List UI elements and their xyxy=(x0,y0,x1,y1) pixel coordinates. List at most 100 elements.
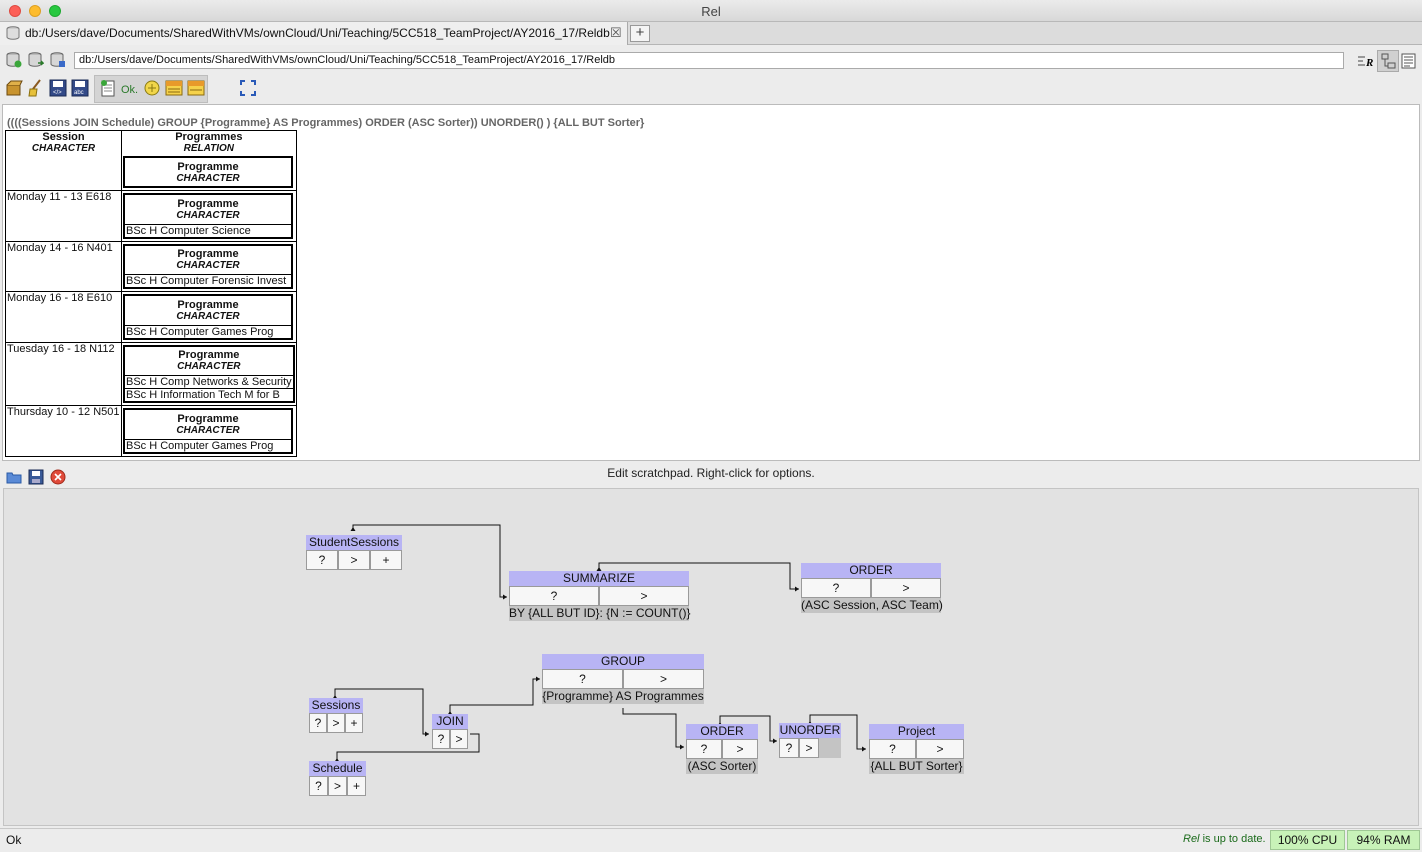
rev-mode-icon[interactable]: R xyxy=(1357,53,1373,69)
node-evaluate-button[interactable]: > xyxy=(450,729,468,749)
header-type: CHARACTER xyxy=(31,143,96,154)
node-studentsessions[interactable]: StudentSessions ?>+ xyxy=(306,535,402,570)
tab-database[interactable]: db:/Users/dave/Documents/SharedWithVMs/o… xyxy=(0,22,628,45)
node-add-button[interactable]: + xyxy=(345,713,363,733)
title-bar: Rel xyxy=(0,0,1422,22)
scratchpad-canvas[interactable]: StudentSessions ?>+ SUMMARIZE ?> BY {ALL… xyxy=(3,488,1419,826)
update-text: is up to date. xyxy=(1199,833,1266,845)
node-order-session-team[interactable]: ORDER ?> (ASC Session, ASC Team) xyxy=(801,563,943,613)
show-heading-icon[interactable] xyxy=(165,79,185,99)
clear-icon[interactable] xyxy=(27,79,47,99)
save-icon[interactable] xyxy=(28,469,44,485)
node-add-button[interactable]: + xyxy=(370,550,402,570)
node-title[interactable]: JOIN xyxy=(432,714,468,729)
zoom-window-button[interactable] xyxy=(49,5,61,17)
node-query-button[interactable]: ? xyxy=(801,578,871,598)
copy-input-icon[interactable] xyxy=(99,79,119,99)
node-query-button[interactable]: ? xyxy=(686,739,722,759)
cell-session: Monday 14 - 16 N401 xyxy=(5,240,122,292)
node-query-button[interactable]: ? xyxy=(779,738,799,758)
node-query-button[interactable]: ? xyxy=(509,586,599,606)
node-add-button[interactable]: + xyxy=(347,776,366,796)
connector-lines xyxy=(332,524,866,762)
node-title[interactable]: SUMMARIZE xyxy=(509,571,689,586)
node-parameter[interactable]: (ASC Session, ASC Team) xyxy=(801,598,943,613)
node-query-button[interactable]: ? xyxy=(306,550,338,570)
ok-toggle[interactable]: Ok. xyxy=(121,84,139,96)
node-title[interactable]: UNORDER xyxy=(779,723,841,738)
node-evaluate-button[interactable]: > xyxy=(327,713,345,733)
new-database-icon[interactable] xyxy=(6,52,22,68)
node-title[interactable]: ORDER xyxy=(686,724,758,739)
node-title[interactable]: Schedule xyxy=(309,761,366,776)
cell-programme: BSc H Comp Networks & Security xyxy=(123,375,295,389)
save-text-icon[interactable]: abc xyxy=(71,79,91,99)
node-evaluate-button[interactable]: > xyxy=(722,739,758,759)
text-mode-icon[interactable] xyxy=(1401,53,1417,69)
node-evaluate-button[interactable]: > xyxy=(799,738,819,758)
node-summarize[interactable]: SUMMARIZE ?> BY {ALL BUT ID}: {N := COUN… xyxy=(509,571,691,621)
node-unorder[interactable]: UNORDER ?> xyxy=(779,723,841,758)
save-rel-icon[interactable]: </> xyxy=(49,79,69,99)
node-join[interactable]: JOIN ?> xyxy=(432,714,468,749)
load-icon[interactable] xyxy=(5,79,25,99)
node-title[interactable]: Sessions xyxy=(309,698,363,713)
clear-scratchpad-icon[interactable] xyxy=(50,469,66,485)
node-parameter[interactable]: {Programme} AS Programmes xyxy=(542,689,704,704)
node-evaluate-button[interactable]: > xyxy=(599,586,689,606)
status-bar xyxy=(0,828,1422,852)
node-query-button[interactable]: ? xyxy=(869,739,916,759)
node-query-button[interactable]: ? xyxy=(309,776,328,796)
node-query-button[interactable]: ? xyxy=(432,729,450,749)
tab-bar: db:/Users/dave/Documents/SharedWithVMs/o… xyxy=(0,22,1422,45)
open-folder-icon[interactable] xyxy=(6,469,22,485)
minimize-window-button[interactable] xyxy=(29,5,41,17)
node-query-button[interactable]: ? xyxy=(309,713,327,733)
scratchpad-toolbar xyxy=(0,462,1422,488)
node-sessions[interactable]: Sessions ?>+ xyxy=(309,698,363,733)
cell-programme: BSc H Information Tech M for B xyxy=(123,388,295,403)
node-project[interactable]: Project ?> {ALL BUT Sorter} xyxy=(869,724,964,774)
node-order-sorter[interactable]: ORDER ?> (ASC Sorter) xyxy=(686,724,758,774)
column-header-session: Session CHARACTER xyxy=(5,130,122,191)
node-title[interactable]: GROUP xyxy=(542,654,704,669)
node-query-button[interactable]: ? xyxy=(542,669,623,689)
node-evaluate-button[interactable]: > xyxy=(916,739,964,759)
visual-query-mode-icon[interactable] xyxy=(1377,50,1399,72)
close-window-button[interactable] xyxy=(9,5,21,17)
node-evaluate-button[interactable]: > xyxy=(623,669,704,689)
new-tab-button[interactable]: + xyxy=(630,25,650,42)
node-schedule[interactable]: Schedule ?>+ xyxy=(309,761,366,796)
result-table: Session CHARACTER Programmes RELATION Pr… xyxy=(5,130,297,457)
close-icon[interactable]: ☒ xyxy=(610,25,622,40)
auto-clear-icon[interactable] xyxy=(143,79,163,99)
node-title[interactable]: Project xyxy=(869,724,964,739)
node-evaluate-button[interactable]: > xyxy=(328,776,347,796)
node-title[interactable]: StudentSessions xyxy=(306,535,402,550)
node-evaluate-button[interactable]: > xyxy=(871,578,941,598)
node-group[interactable]: GROUP ?> {Programme} AS Programmes xyxy=(542,654,704,704)
status-text: Ok xyxy=(6,833,22,847)
ram-meter: 94% RAM xyxy=(1347,830,1420,850)
header-label: Programme xyxy=(178,349,240,362)
header-label: Programme xyxy=(177,412,239,425)
header-type: CHARACTER xyxy=(176,172,240,184)
node-title[interactable]: ORDER xyxy=(801,563,941,578)
node-parameter[interactable]: BY {ALL BUT ID}: {N := COUNT()} xyxy=(509,606,691,621)
open-database-icon[interactable] xyxy=(28,52,45,68)
maximize-icon[interactable] xyxy=(240,80,260,100)
cell-session: Monday 11 - 13 E618 xyxy=(5,190,122,242)
show-type-icon[interactable] xyxy=(187,79,207,99)
node-parameter[interactable]: {ALL BUT Sorter} xyxy=(869,759,964,774)
cpu-meter: 100% CPU xyxy=(1270,830,1345,850)
node-parameter[interactable]: (ASC Sorter) xyxy=(686,759,758,774)
node-evaluate-button[interactable]: > xyxy=(338,550,370,570)
backup-database-icon[interactable] xyxy=(50,52,66,68)
location-input[interactable]: db:/Users/dave/Documents/SharedWithVMs/o… xyxy=(74,52,1344,69)
